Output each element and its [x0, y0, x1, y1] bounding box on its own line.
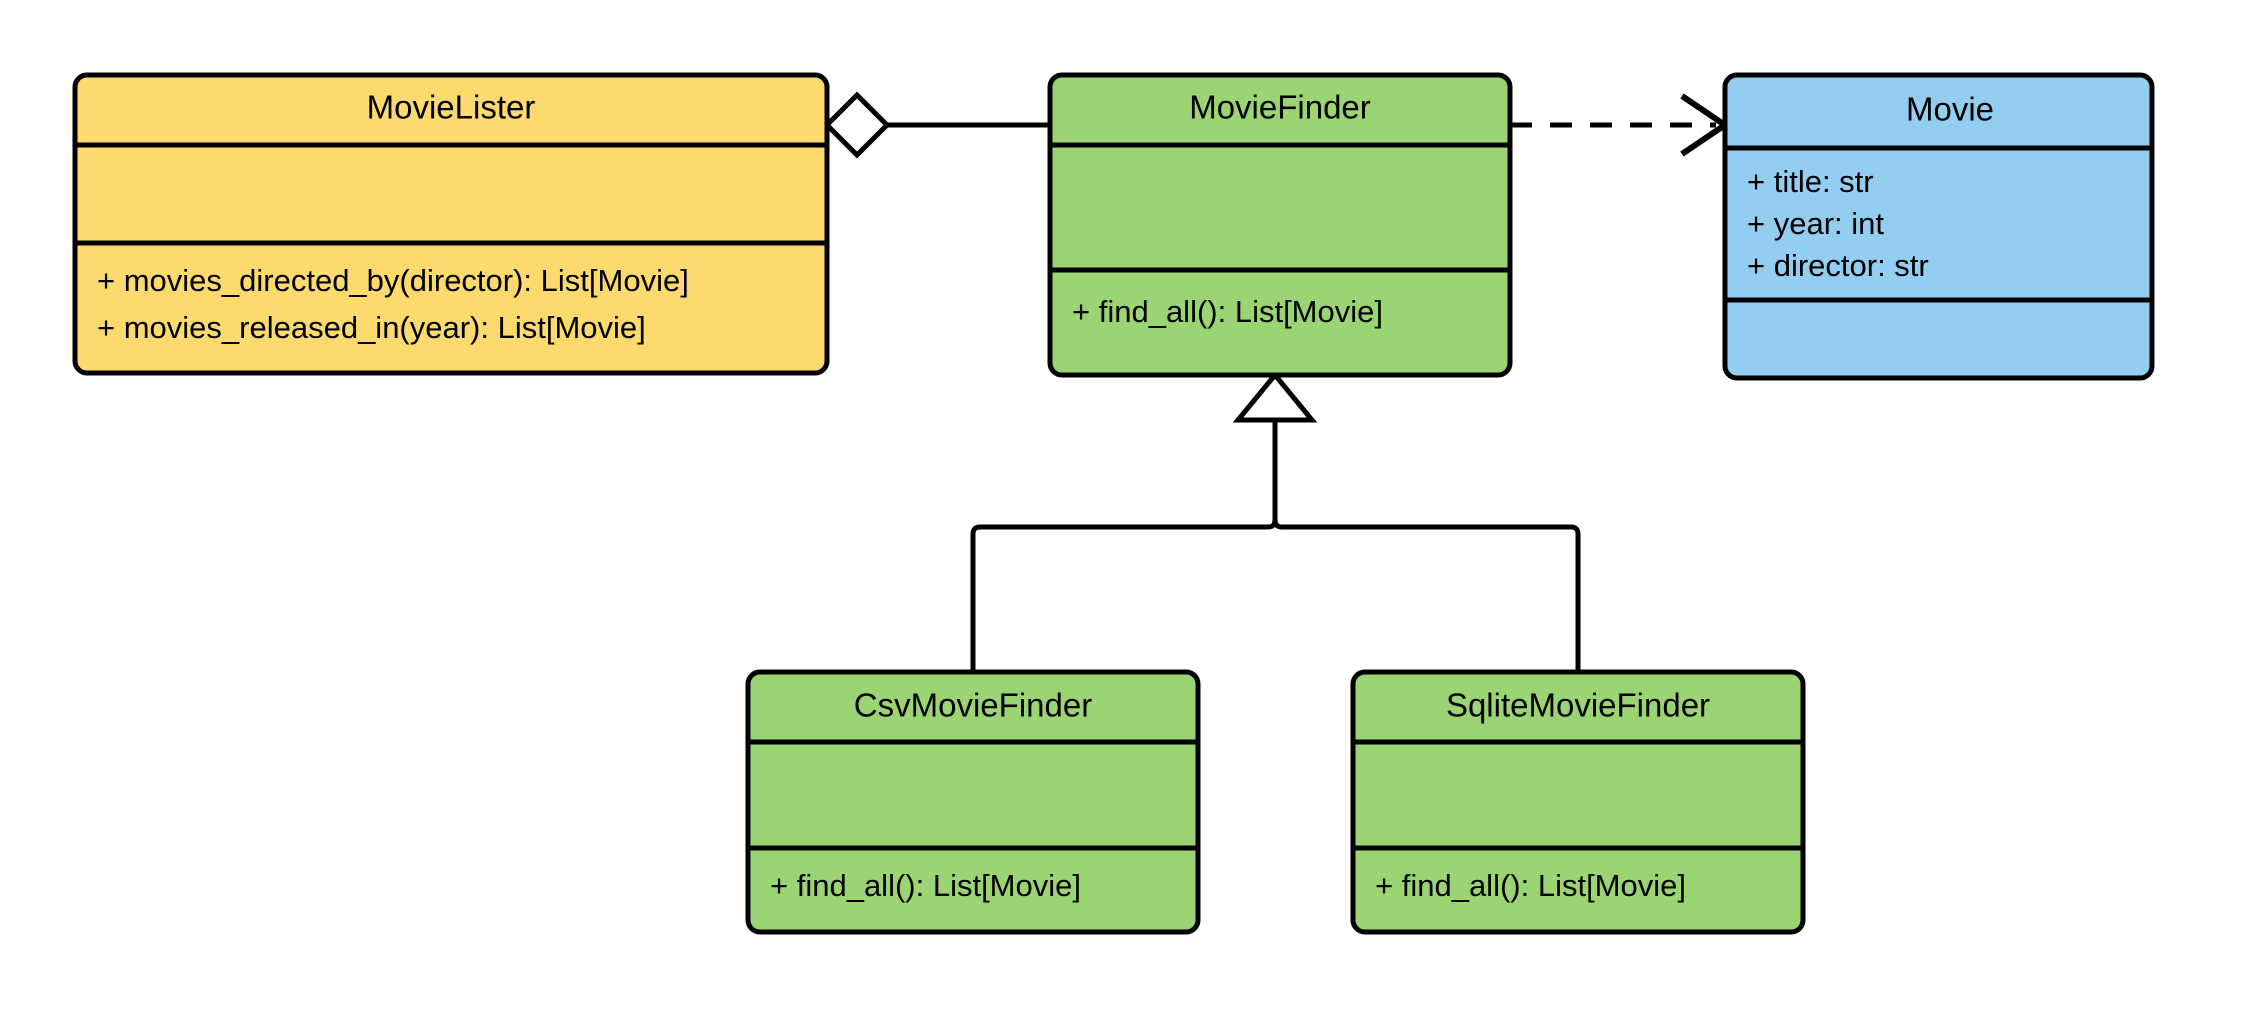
class-name-label: MovieFinder: [1189, 89, 1371, 126]
class-name-label: Movie: [1906, 91, 1994, 128]
class-box-csv-movie-finder[interactable]: CsvMovieFinder + find_all(): List[Movie]: [745, 669, 1201, 935]
class-attribute-label: + year: int: [1747, 206, 1884, 241]
hollow-triangle-icon: [1232, 371, 1318, 423]
class-box-movie[interactable]: Movie + title: str + year: int + directo…: [1722, 72, 2155, 381]
class-name-label: CsvMovieFinder: [854, 687, 1092, 724]
relationship-dependency-finder-movie[interactable]: [1510, 93, 1731, 157]
class-name-label: MovieLister: [367, 89, 536, 126]
class-method-label: + find_all(): List[Movie]: [1375, 868, 1686, 903]
inheritance-branch-sqlite: [1272, 519, 1581, 672]
class-method-label: + movies_released_in(year): List[Movie]: [97, 310, 646, 345]
relationship-inheritance-subclasses[interactable]: [970, 371, 1581, 672]
class-box-movie-finder[interactable]: MovieFinder + find_all(): List[Movie]: [1047, 72, 1513, 378]
relationship-aggregation-lister-finder[interactable]: [823, 91, 1050, 159]
class-method-label: + find_all(): List[Movie]: [1072, 294, 1383, 329]
class-box-movie-lister[interactable]: MovieLister + movies_directed_by(directo…: [72, 72, 830, 376]
inheritance-branch-csv: [970, 519, 1278, 672]
class-method-label: + find_all(): List[Movie]: [770, 868, 1081, 903]
class-name-label: SqliteMovieFinder: [1446, 687, 1710, 724]
class-box-sqlite-movie-finder[interactable]: SqliteMovieFinder + find_all(): List[Mov…: [1350, 669, 1806, 935]
class-method-label: + movies_directed_by(director): List[Mov…: [97, 263, 689, 298]
class-attribute-label: + director: str: [1747, 248, 1929, 283]
class-attribute-label: + title: str: [1747, 164, 1874, 199]
class-box-body: [72, 72, 830, 376]
hollow-diamond-icon: [823, 91, 891, 159]
class-box-body: [1047, 72, 1513, 378]
class-box-body: [1350, 669, 1806, 935]
class-box-body: [745, 669, 1201, 935]
